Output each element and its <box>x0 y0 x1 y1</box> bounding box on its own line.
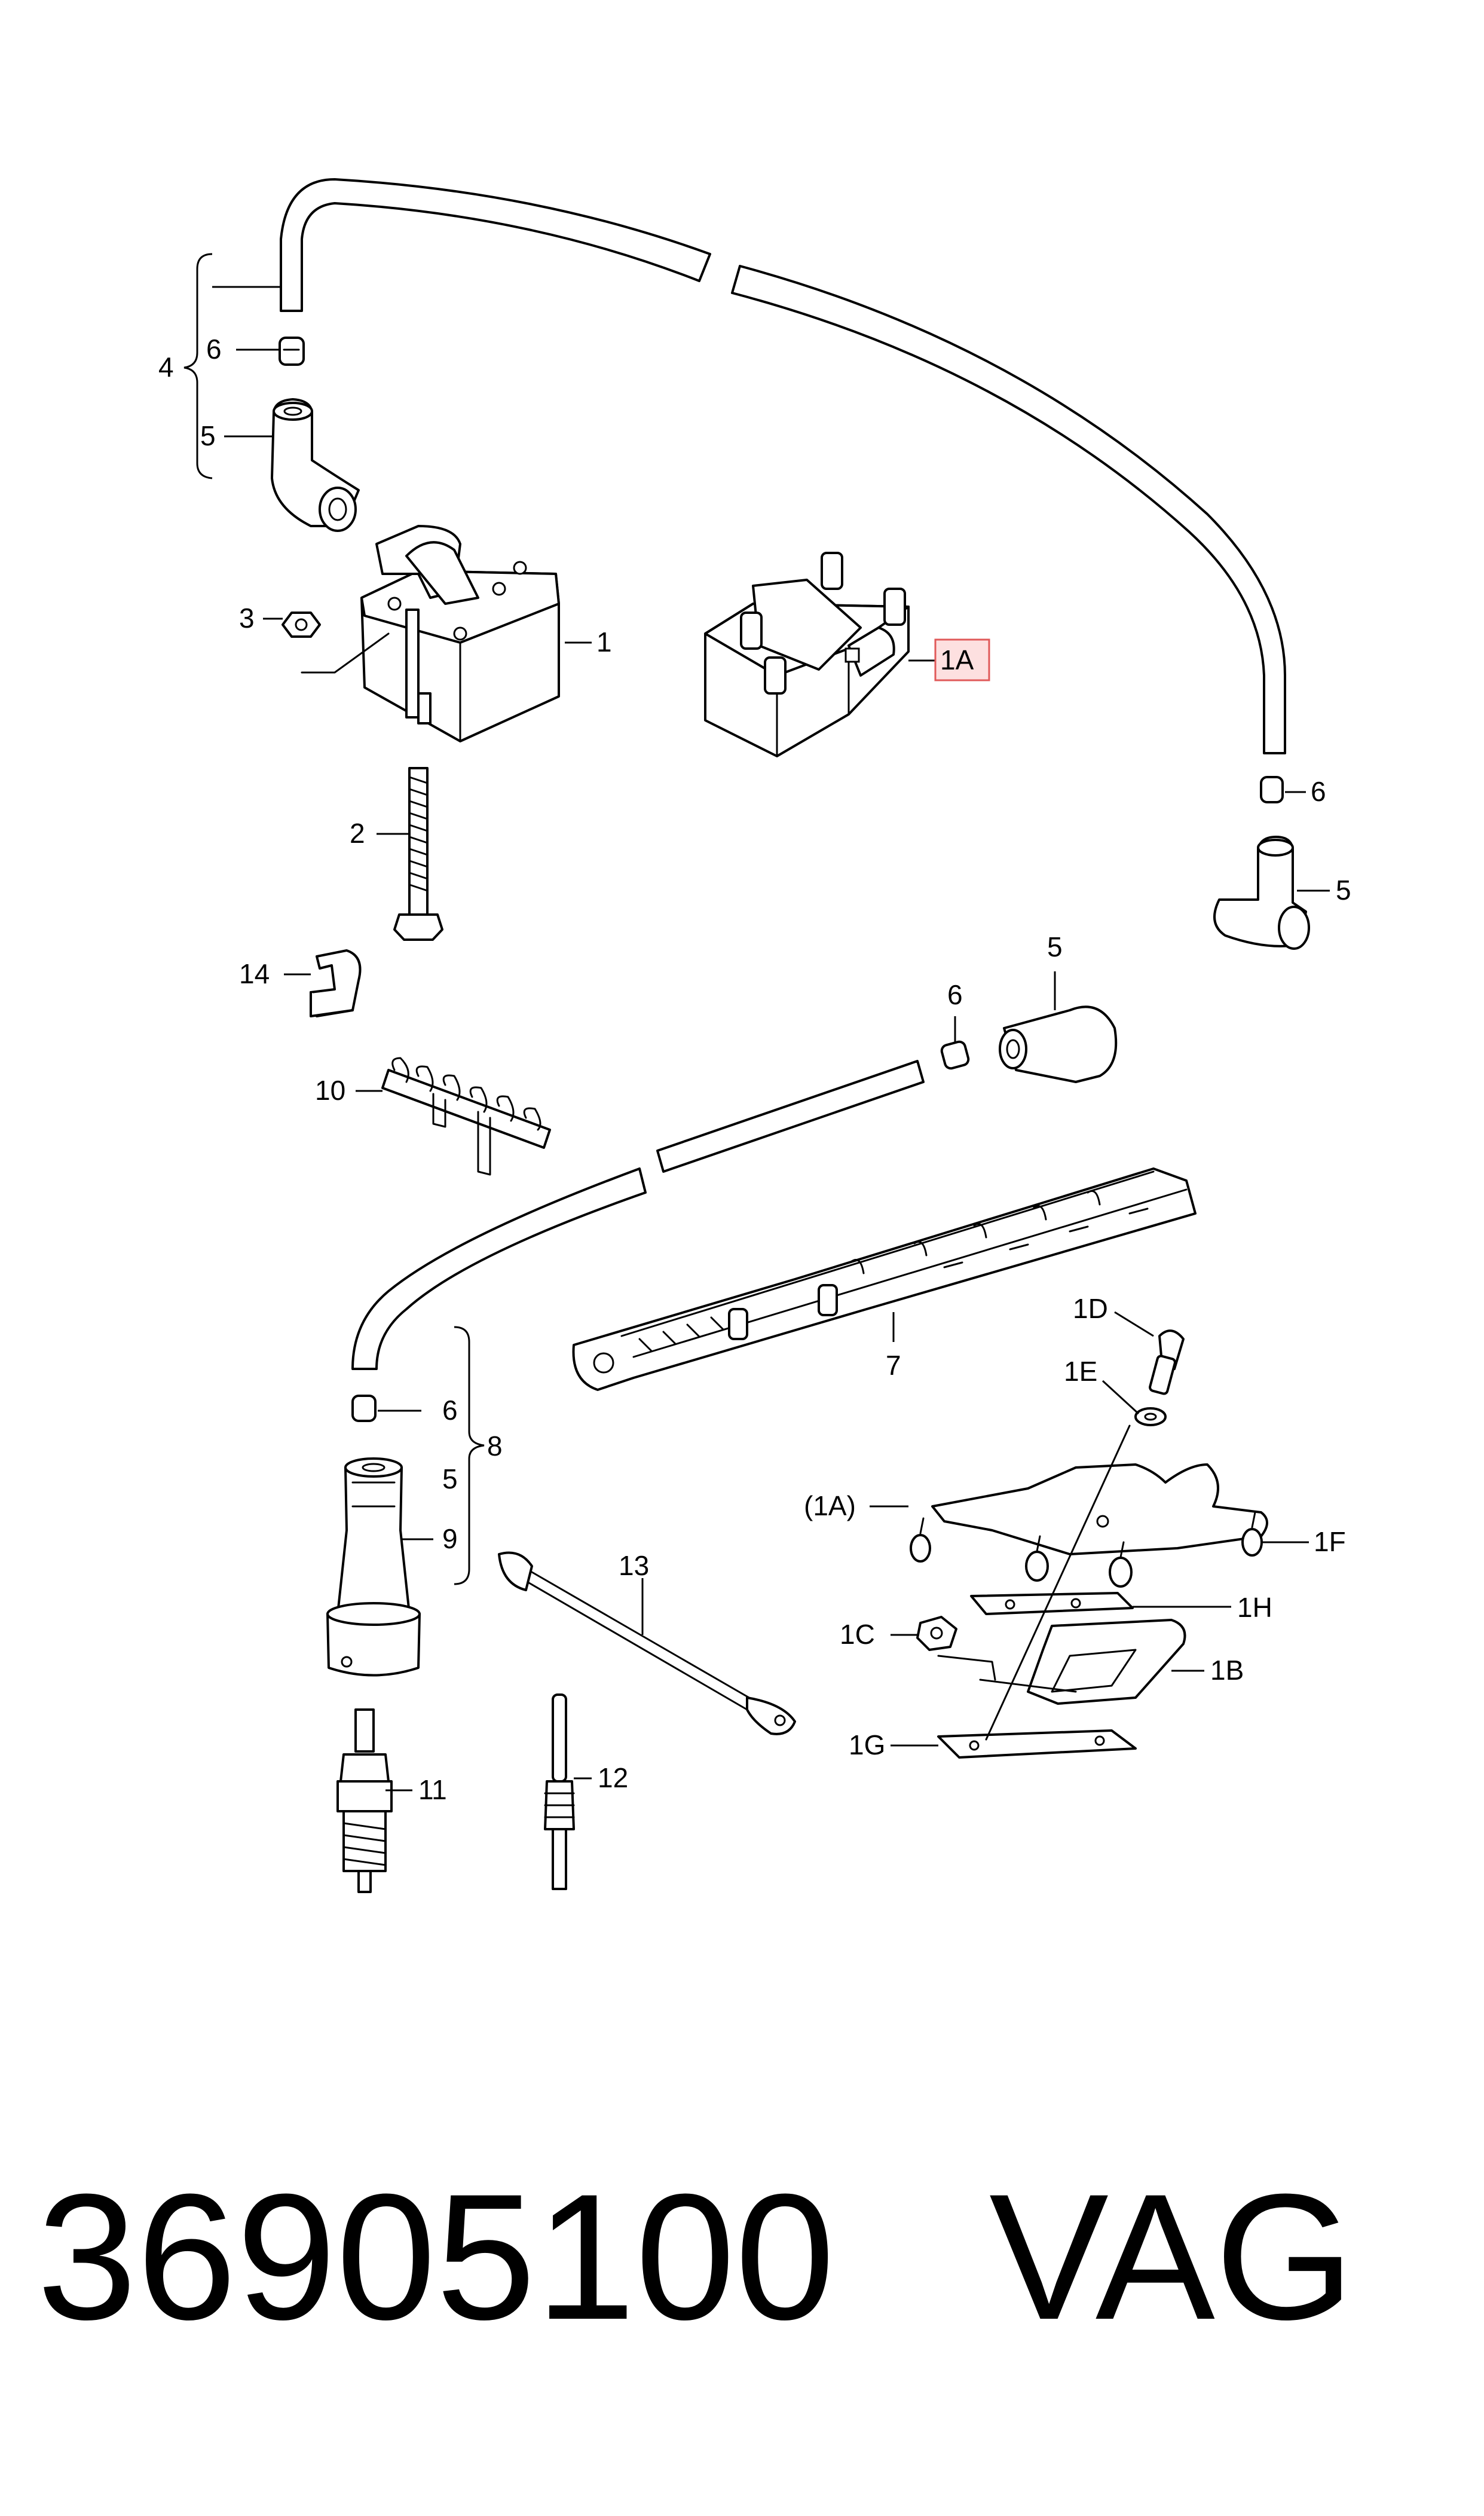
assembly-axis-line <box>985 1424 1131 1741</box>
washer-1e <box>1134 1407 1167 1426</box>
bolt-2 <box>393 767 443 941</box>
ignition-coil-1a <box>704 552 910 757</box>
lead-bracket-7 <box>572 1167 1197 1391</box>
callout-6-right: 6 <box>1311 776 1326 807</box>
callout-5-bottom: 5 <box>442 1463 458 1494</box>
callout-1: 1 <box>596 626 612 658</box>
brace-8 <box>454 1326 485 1585</box>
clip-6-right <box>1260 776 1284 803</box>
callout-14: 14 <box>239 958 270 989</box>
earth-strap-13 <box>498 1551 796 1735</box>
leader-lines <box>212 286 1330 1792</box>
plug-connector-5-middle <box>999 1005 1118 1083</box>
callout-5-top: 5 <box>200 420 216 451</box>
clip-6-top <box>279 337 305 366</box>
callout-12: 12 <box>598 1762 628 1793</box>
glow-plug-12 <box>544 1693 575 1890</box>
callout-5-right: 5 <box>1336 875 1351 906</box>
spark-plug-connector-9 <box>326 1457 421 1677</box>
retaining-clip-14 <box>310 949 362 1017</box>
callout-2: 2 <box>350 818 365 849</box>
callout-labels: 4 6 5 3 1 2 1A 6 5 14 10 6 5 7 6 8 5 9 1… <box>158 334 1351 1805</box>
highlight-box-1a <box>934 638 990 681</box>
callout-1a-paren: (1A) <box>804 1490 856 1521</box>
callout-11: 11 <box>418 1774 447 1805</box>
lead-holder-10 <box>381 1057 551 1176</box>
ignition-coil-1 <box>301 525 560 742</box>
plug-connector-5-right <box>1213 836 1310 950</box>
brace-4 <box>183 253 213 479</box>
callout-1c: 1C <box>840 1619 875 1650</box>
callout-10: 10 <box>315 1075 345 1106</box>
ignition-lead-top <box>280 178 1286 754</box>
callout-1f: 1F <box>1314 1526 1346 1557</box>
callout-1e: 1E <box>1064 1356 1097 1387</box>
callout-7: 7 <box>886 1350 901 1381</box>
callout-9: 9 <box>442 1523 458 1554</box>
coil-housing-1a-mount <box>910 1463 1268 1588</box>
callout-1b: 1B <box>1210 1655 1244 1686</box>
callout-1a: 1A <box>940 644 974 675</box>
footer: 36905100 VAG <box>0 2158 1484 2355</box>
brand-name: VAG <box>989 2156 1355 2357</box>
callout-1h: 1H <box>1237 1592 1272 1623</box>
callout-13: 13 <box>619 1550 649 1581</box>
callout-8: 8 <box>487 1430 503 1462</box>
hex-nut-3 <box>281 612 321 638</box>
bracket-1b <box>937 1619 1186 1705</box>
bolt-1d <box>1149 1329 1185 1395</box>
plug-connector-5-top <box>271 398 360 532</box>
callout-5-middle: 5 <box>1047 931 1063 962</box>
nut-1c <box>916 1616 957 1651</box>
callout-1d: 1D <box>1073 1293 1108 1324</box>
callout-4: 4 <box>158 351 174 383</box>
callout-6-top: 6 <box>206 334 222 365</box>
gasket-1g <box>937 1729 1137 1759</box>
clip-6-bottom <box>351 1395 377 1422</box>
spark-plug-11 <box>336 1708 393 1893</box>
callout-3: 3 <box>239 603 255 634</box>
gasket-1h <box>970 1592 1134 1615</box>
callout-6-middle: 6 <box>947 979 963 1010</box>
clip-6-middle <box>940 1040 970 1070</box>
part-number: 36905100 <box>37 2156 835 2357</box>
callout-6-bottom: 6 <box>442 1395 458 1426</box>
ignition-lead-middle <box>351 1060 925 1370</box>
callout-1g: 1G <box>849 1729 885 1760</box>
